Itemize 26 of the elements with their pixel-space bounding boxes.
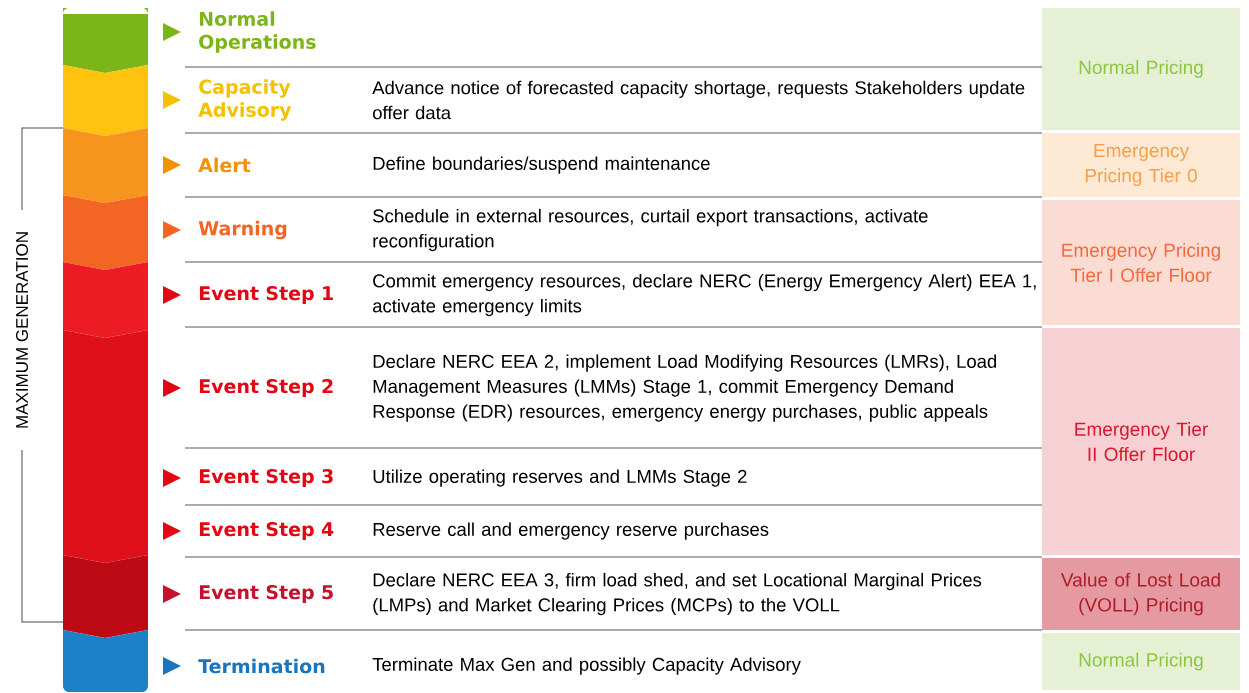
stage-name: Capacity Advisory: [198, 79, 292, 121]
stage-name: Normal Operations: [199, 11, 316, 53]
pricing-box: Emergency Tier II Offer Floor: [1042, 328, 1240, 555]
pricing-box: Normal Pricing: [1042, 8, 1240, 130]
pricing-box: Value of Lost Load (VOLL) Pricing: [1042, 558, 1240, 630]
stage-name: Warning: [198, 220, 287, 240]
stage-name: Event Step 5: [199, 585, 333, 604]
description: Declare NERC EEA 3, firm load shed, and set Locational Marginal Prices (LMPs) and Market Clearing Prices (MCPs) to the VOLL: [373, 572, 982, 616]
pricing-box: Normal Pricing: [1042, 633, 1240, 690]
stage-name: Termination: [198, 658, 325, 674]
description: Define boundaries/suspend maintenance: [373, 156, 710, 174]
stage-name: Event Step 2: [199, 379, 333, 398]
description: Terminate Max Gen and possibly Capacity Advisory: [372, 657, 801, 675]
description: Utilize operating reserves and LMMs Stage 2: [373, 469, 747, 487]
description: Reserve call and emergency reserve purchases: [373, 522, 769, 540]
pricing-box: Emergency Pricing Tier I Offer Floor: [1042, 200, 1240, 325]
description: Commit emergency resources, declare NERC (Energy Emergency Alert) EEA 1, activate emergency limits: [373, 273, 1036, 317]
bracket-label: MAXIMUM GENERATION: [16, 232, 29, 428]
description: Schedule in external resources, curtail export transactions, activate reconfiguration: [373, 208, 928, 252]
stage-name: Event Step 1: [199, 286, 333, 305]
stage-name: Event Step 3: [199, 469, 333, 488]
stage-name: Alert: [198, 157, 251, 173]
pricing-box: Emergency Pricing Tier 0: [1042, 133, 1240, 197]
description: Declare NERC EEA 2, implement Load Modifying Resources (LMRs), Load Management Measures (LMMs) Stage 1, commit Emergency Demand Response (EDR) resources, emergency energy purchases, public appeals: [373, 354, 997, 422]
stage-name: Event Step 4: [199, 522, 334, 541]
description: Advance notice of forecasted capacity shortage, requests Stakeholders update offer data: [372, 80, 1025, 120]
